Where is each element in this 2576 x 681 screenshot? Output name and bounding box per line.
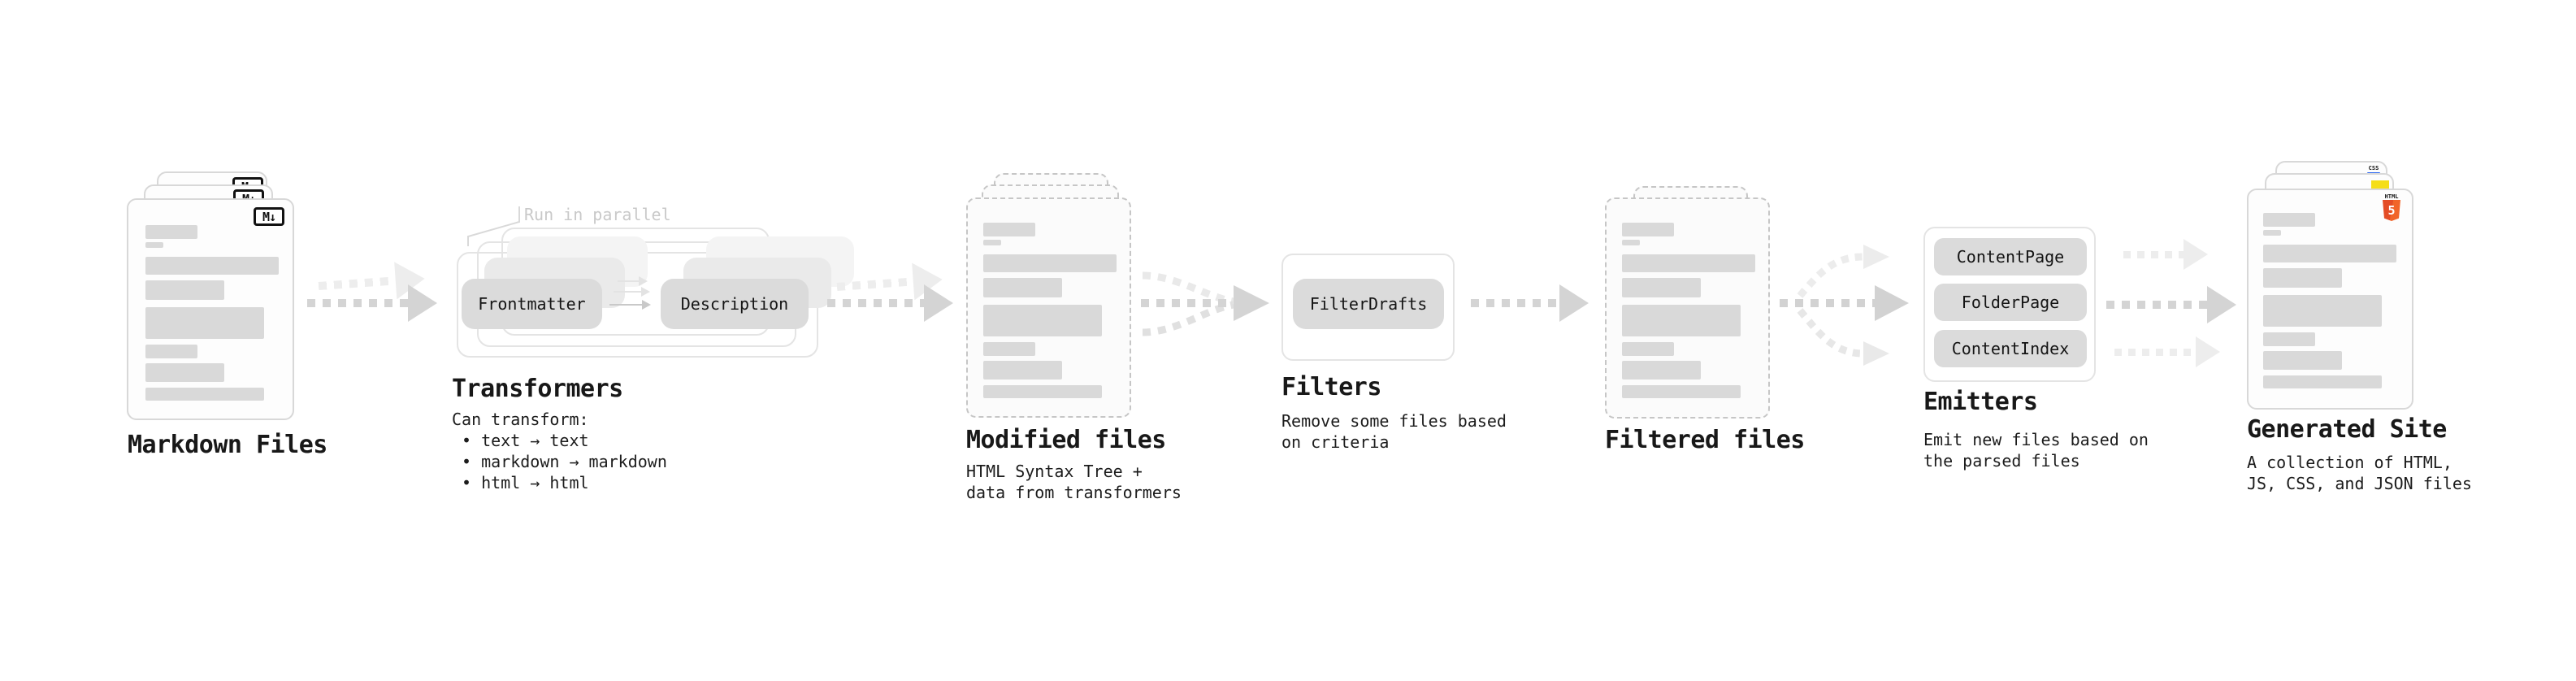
pill-arrow-icon [614, 287, 650, 297]
text-line-placeholder [983, 278, 1062, 297]
emitters-caption: Emit new files based on the parsed files [1923, 429, 2149, 471]
text-line-placeholder [2263, 375, 2382, 388]
caption-line: HTML Syntax Tree + [966, 462, 1143, 481]
text-line-placeholder [145, 280, 224, 300]
stage-label-filtered-files: Filtered files [1605, 426, 1805, 454]
text-line-placeholder [983, 361, 1062, 380]
text-line-placeholder [983, 223, 1035, 236]
text-line-placeholder [1622, 223, 1674, 236]
text-line-placeholder [2263, 295, 2382, 327]
caption-line: Remove some files based [1281, 411, 1507, 431]
emitter-pill-folderpage: FolderPage [1934, 284, 2087, 321]
flow-arrow-light [2114, 336, 2220, 367]
flow-arrow-diverge [1780, 245, 1909, 366]
html-file-card: HTML 5 [2247, 189, 2413, 410]
caption-bullet: • text → text [462, 431, 589, 450]
text-line-placeholder [983, 240, 1001, 245]
document-placeholder-lines [968, 199, 1130, 416]
generated-site-caption: A collection of HTML, JS, CSS, and JSON … [2247, 452, 2472, 494]
markdown-icon: M↓ [254, 207, 284, 226]
pill-arrow-icon [618, 276, 648, 286]
text-line-placeholder [2263, 268, 2342, 288]
caption-line: JS, CSS, and JSON files [2247, 474, 2472, 493]
text-line-placeholder [1622, 342, 1674, 356]
text-line-placeholder [2263, 351, 2342, 370]
caption-line: Can transform: [452, 410, 589, 429]
text-line-placeholder [145, 257, 279, 275]
text-line-placeholder [983, 305, 1102, 336]
text-line-placeholder [983, 254, 1117, 272]
document-placeholder-lines [128, 200, 293, 419]
text-line-placeholder [145, 388, 264, 401]
caption-line: on criteria [1281, 432, 1390, 452]
emitter-pill-contentpage: ContentPage [1934, 238, 2087, 275]
caption-line: the parsed files [1923, 451, 2080, 471]
document-placeholder-lines [1607, 199, 1768, 417]
html5-icon: HTML 5 [2381, 193, 2402, 221]
filters-box [1281, 254, 1455, 361]
flow-arrow [307, 284, 437, 322]
emitter-pill-contentindex: ContentIndex [1934, 330, 2087, 367]
generated-site-stack: CSS HTML 5 [2247, 161, 2413, 410]
caption-bullet: • markdown → markdown [462, 452, 667, 471]
text-line-placeholder [145, 242, 163, 248]
filtered-file-card-front [1605, 197, 1770, 419]
text-line-placeholder [983, 385, 1102, 398]
text-line-placeholder [145, 363, 224, 382]
transformer-pill-description: Description [661, 279, 809, 329]
modified-files-caption: HTML Syntax Tree + data from transformer… [966, 461, 1182, 503]
stage-label-modified-files: Modified files [966, 426, 1166, 454]
text-line-placeholder [2263, 245, 2396, 262]
transformers-caption: Can transform: • text → text • markdown … [452, 409, 667, 493]
pill-arrow-icon [609, 300, 651, 310]
stage-label-filters: Filters [1281, 373, 1381, 401]
filtered-files-stack [1605, 186, 1771, 422]
flow-arrow-light [2123, 239, 2208, 270]
markdown-files-stack: M↓ M↓ M↓ [127, 171, 294, 420]
run-in-parallel-annotation: Run in parallel [524, 205, 671, 224]
caption-line: A collection of HTML, [2247, 453, 2452, 472]
document-placeholder-lines [2249, 190, 2412, 408]
text-line-placeholder [1622, 361, 1701, 380]
flow-arrow [1471, 284, 1589, 322]
caption-line: data from transformers [966, 483, 1182, 502]
flow-arrow-converge [1141, 271, 1269, 336]
modified-file-card-front [966, 197, 1131, 418]
text-line-placeholder [2263, 230, 2281, 236]
text-line-placeholder [1622, 278, 1701, 297]
text-line-placeholder [983, 342, 1035, 356]
flow-arrow [827, 284, 953, 322]
text-line-placeholder [2263, 332, 2315, 346]
markdown-file-card-front: M↓ [127, 198, 294, 420]
stage-label-transformers: Transformers [452, 375, 623, 403]
js-icon [2371, 180, 2389, 189]
text-line-placeholder [145, 345, 197, 358]
stage-label-emitters: Emitters [1923, 388, 2038, 416]
modified-files-stack [966, 173, 1132, 422]
caption-bullet: • html → html [462, 473, 589, 492]
stage-label-generated-site: Generated Site [2247, 415, 2447, 444]
filters-caption: Remove some files based on criteria [1281, 410, 1507, 453]
text-line-placeholder [1622, 305, 1741, 336]
text-line-placeholder [145, 307, 264, 339]
text-line-placeholder [1622, 254, 1755, 272]
flow-arrow [2106, 286, 2236, 323]
text-line-placeholder [1622, 385, 1741, 398]
stage-label-markdown-files: Markdown Files [128, 431, 327, 459]
filter-pill-filterdrafts: FilterDrafts [1293, 279, 1444, 329]
text-line-placeholder [2263, 213, 2315, 227]
annotation-leader-line [467, 206, 520, 246]
text-line-placeholder [1622, 240, 1640, 245]
transformer-pill-frontmatter: Frontmatter [462, 279, 602, 329]
emitters-box [1923, 227, 2096, 382]
caption-line: Emit new files based on [1923, 430, 2149, 449]
text-line-placeholder [145, 225, 197, 239]
